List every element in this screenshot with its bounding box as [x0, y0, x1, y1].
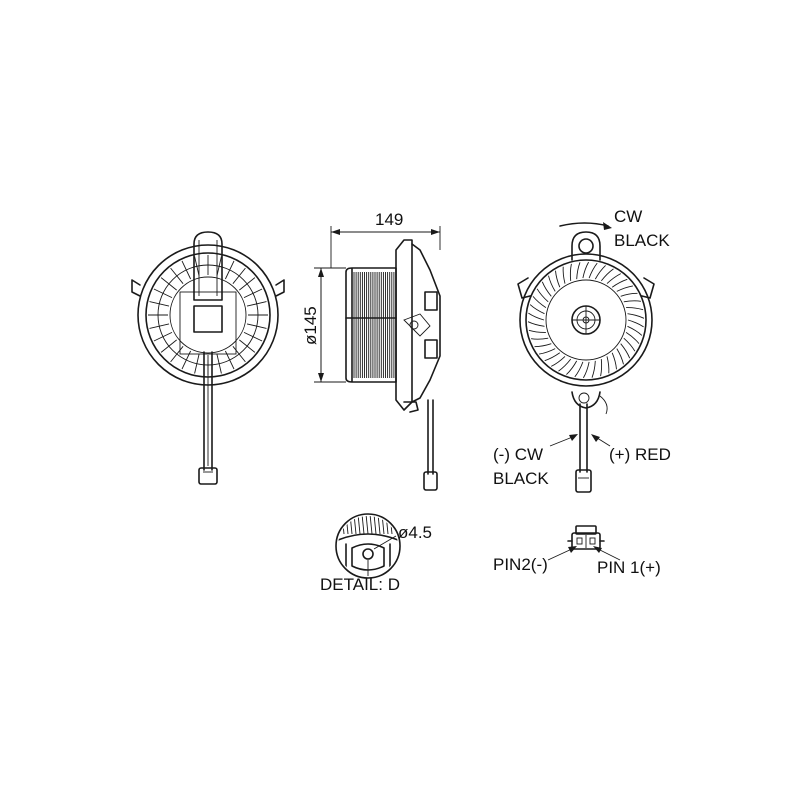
negative-wire-color-label: BLACK — [493, 469, 549, 488]
front-view-bottom-boss — [571, 391, 608, 415]
cw-label: CW — [614, 207, 642, 226]
width-dimension: 149 — [330, 210, 441, 268]
positive-wire-label: (+) RED — [609, 445, 671, 464]
rotation-arrow — [559, 222, 612, 230]
front-view-fan-blades — [527, 261, 645, 379]
rear-view-connector-tower — [179, 231, 237, 355]
detail-label: DETAIL: D — [320, 575, 400, 594]
front-view-left-ear — [517, 277, 531, 299]
wire-leaders — [549, 434, 611, 447]
connector-pinout: PIN2(-) PIN 1(+) — [493, 525, 661, 577]
front-view-top-ear — [571, 231, 601, 261]
side-view-fan-blades — [345, 272, 397, 378]
rear-view — [131, 231, 285, 485]
side-view: 149 ø145 — [301, 210, 441, 491]
side-view-fan-wheel — [345, 267, 397, 383]
detail-d: ø4.5 DETAIL: D — [320, 513, 432, 594]
front-view-cable — [575, 403, 592, 493]
hole-dimension-label: ø4.5 — [398, 523, 432, 542]
rear-view-cable — [198, 351, 218, 485]
width-dimension-label: 149 — [375, 210, 403, 229]
front-view-housing — [519, 253, 653, 387]
diameter-dimension: ø145 — [301, 267, 346, 383]
side-view-cable — [423, 399, 438, 491]
detail-circle — [335, 513, 401, 579]
diameter-dimension-label: ø145 — [301, 306, 320, 345]
rear-view-ribs — [148, 255, 268, 375]
pin2-label: PIN2(-) — [493, 555, 548, 574]
hole-leader — [373, 535, 397, 550]
front-view-right-ear — [641, 277, 655, 299]
side-view-motor-housing — [395, 239, 441, 413]
black-label: BLACK — [614, 231, 670, 250]
connector-plug — [567, 525, 605, 550]
pin1-label: PIN 1(+) — [597, 558, 661, 577]
pin-leaders — [547, 546, 621, 561]
negative-wire-label: (-) CW — [493, 445, 543, 464]
front-view: CW BLACK — [493, 207, 671, 493]
